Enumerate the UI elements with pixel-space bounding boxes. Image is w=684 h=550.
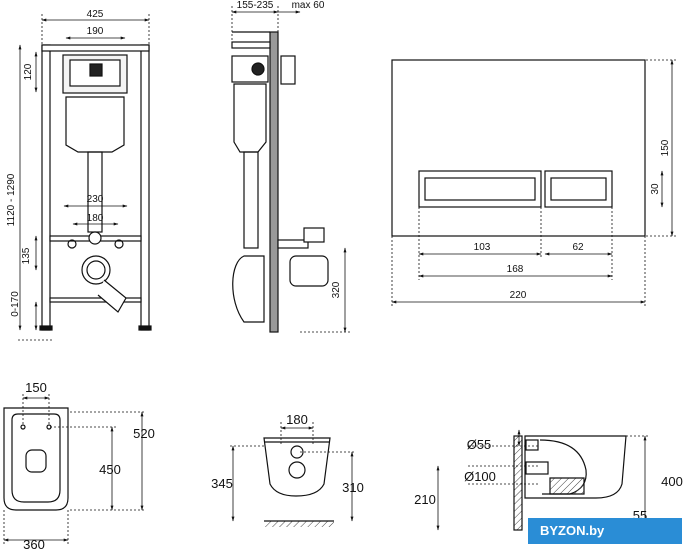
dim-180-front: 180 [286,412,308,427]
bowl-front-dimensions [230,422,356,522]
dim-d100: Ø100 [464,469,496,484]
frame-side-view [231,31,329,333]
dim-d55: Ø55 [467,437,492,452]
dim-520: 520 [133,426,155,441]
flush-button-view [391,59,646,237]
dim-150-bowl: 150 [25,380,47,395]
dim-155-235: 155-235 [237,0,274,11]
watermark-badge: BYZON.by [528,518,682,544]
dim-450: 450 [99,462,121,477]
dim-0-170: 0-170 [10,291,21,317]
frame-front-view [39,44,152,331]
dim-310: 310 [342,480,364,495]
dim-120: 120 [23,63,34,80]
bowl-top-dimensions [3,394,146,544]
dim-max-60: max 60 [292,0,325,11]
dim-168: 168 [507,264,524,275]
dim-1120-1290: 1120 - 1290 [6,173,17,226]
bowl-top-view [3,407,69,511]
dim-230: 230 [87,194,104,205]
dim-190: 190 [87,26,104,37]
dim-180: 180 [87,213,104,224]
bowl-side-view [513,435,627,531]
dim-103: 103 [474,242,491,253]
dim-320: 320 [331,281,342,298]
frame-dimensions [18,14,150,341]
dim-135: 135 [21,247,32,264]
bowl-front-view [263,437,334,527]
dim-210: 210 [414,492,436,507]
dim-30: 30 [650,183,661,195]
dim-425: 425 [87,9,104,20]
dim-220: 220 [510,290,527,301]
dim-400: 400 [661,474,683,489]
watermark-text: BYZON.by [540,523,605,538]
side-dimensions [231,6,352,333]
dim-62: 62 [572,242,584,253]
dim-345: 345 [211,476,233,491]
bowl-side-dimensions [436,429,650,531]
dim-150-button: 150 [660,139,671,156]
dim-360: 360 [23,537,45,550]
button-dimensions [391,59,676,306]
